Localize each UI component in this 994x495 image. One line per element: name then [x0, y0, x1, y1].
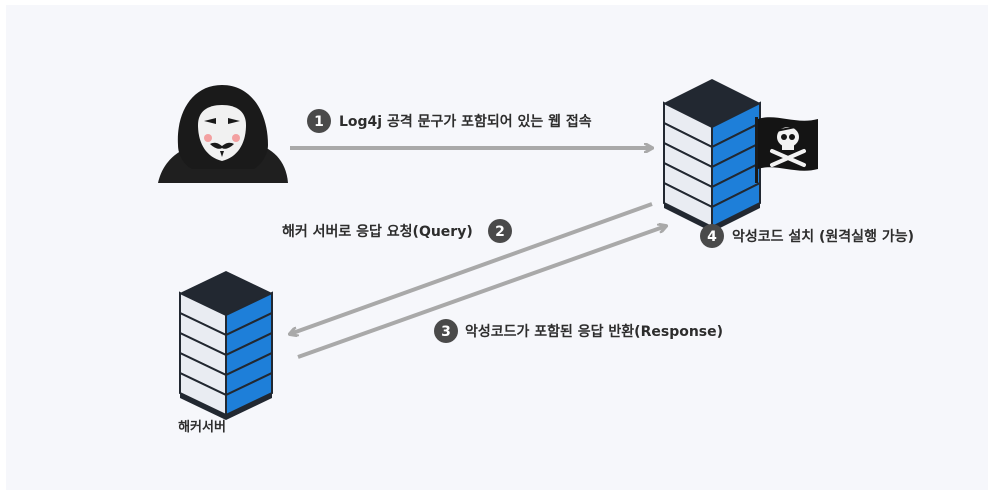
step-4-badge [700, 224, 724, 248]
pirate-flag-icon [755, 117, 818, 183]
hacker-icon [158, 85, 288, 183]
hacker-server-icon [179, 271, 273, 420]
step-3-text: 악성코드가 포함된 응답 반환(Response) [465, 323, 723, 340]
hacker-server-label: 해커서버 [178, 419, 226, 435]
step-3-badge [434, 319, 458, 343]
step-1: 1 Log4j 공격 문구가 포함되어 있는 웹 접속 [307, 109, 592, 133]
step-4: 4 악성코드 설치 (원격실행 가능) [700, 224, 914, 248]
step-3-number: 3 [441, 324, 451, 340]
attack-flow-diagram: 해커서버 1 Log4j 공격 문구가 포함되어 있는 웹 접속 해커 서버로 … [158, 79, 914, 435]
step-2-text: 해커 서버로 응답 요청(Query) [282, 223, 473, 240]
step-2-number: 2 [495, 224, 505, 240]
step-1-badge [307, 109, 331, 133]
step-2: 해커 서버로 응답 요청(Query) 2 [282, 219, 512, 243]
victim-server-icon [663, 79, 761, 232]
arrow-step-3 [297, 226, 666, 359]
arrow-step-2 [290, 202, 653, 334]
step-3: 3 악성코드가 포함된 응답 반환(Response) [434, 319, 723, 343]
step-2-badge [488, 219, 512, 243]
step-1-text: Log4j 공격 문구가 포함되어 있는 웹 접속 [339, 113, 592, 130]
step-1-number: 1 [314, 114, 324, 130]
diagram-canvas: 해커서버 1 Log4j 공격 문구가 포함되어 있는 웹 접속 해커 서버로 … [6, 5, 988, 490]
step-4-text: 악성코드 설치 (원격실행 가능) [732, 228, 914, 245]
step-4-number: 4 [707, 229, 717, 245]
